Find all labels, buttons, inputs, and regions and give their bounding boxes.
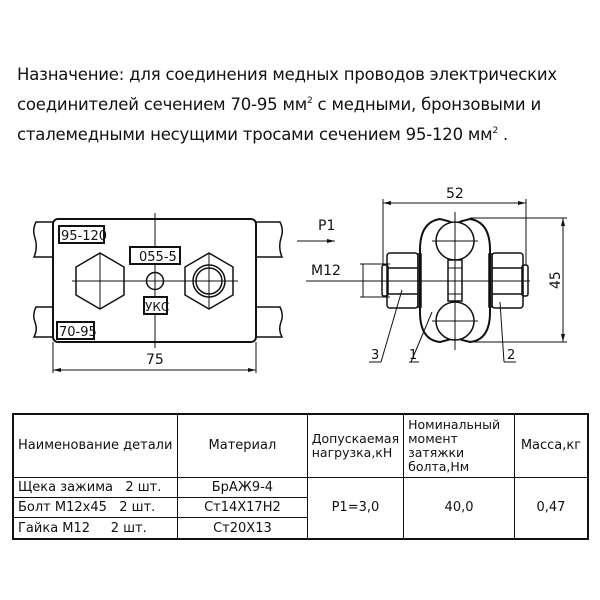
label-95-120: 95-120 — [61, 229, 107, 244]
header-torque: Номинальный момент затяжки болта,Нм — [403, 413, 515, 478]
table-row: Болт М12х45 2 шт. Ст14Х17Н2 — [12, 496, 588, 519]
header-load: Допускаемая нагрузка,кН — [306, 413, 405, 478]
cell-torque: 40,0 — [403, 476, 515, 540]
callout-2: 2 — [507, 348, 515, 363]
label-055-5: 055-5 — [139, 250, 177, 265]
description-line-2: соединителей сечением 70-95 мм2 с медным… — [17, 95, 542, 114]
wire-top-right — [256, 221, 284, 258]
side-view: 52 P1 M12 45 3 — [297, 186, 567, 363]
wire-bottom-right — [256, 306, 284, 338]
table-header-row: Наименование детали Материал Допускаемая… — [12, 413, 589, 478]
bolt-label-m12: M12 — [311, 263, 341, 279]
cell-material: Ст20Х13 — [177, 517, 308, 540]
force-label-p1: P1 — [318, 218, 335, 234]
dim-width-75: 75 — [146, 352, 164, 368]
description: Назначение: для соединения медных провод… — [17, 62, 597, 148]
dim-height-45: 45 — [548, 271, 564, 289]
center-hole — [145, 271, 165, 291]
callout-3: 3 — [371, 348, 379, 363]
header-part-name: Наименование детали — [12, 413, 179, 478]
cell-part: Гайка М12 2 шт. — [12, 517, 179, 540]
label-uks: УКС — [145, 300, 169, 314]
header-mass: Масса,кг — [513, 413, 589, 478]
callout-1: 1 — [409, 348, 417, 363]
front-view: 95-120 055-5 УКС 70-95 75 — [32, 213, 284, 373]
wire-bottom-left — [32, 306, 53, 338]
spec-table: Наименование детали Материал Допускаемая… — [12, 413, 589, 540]
dim-width-52: 52 — [446, 186, 464, 202]
cell-load: Р1=3,0 — [306, 476, 405, 540]
cell-material: Ст14Х17Н2 — [177, 496, 308, 519]
table-row: Гайка М12 2 шт. Ст20Х13 — [12, 517, 588, 540]
technical-drawing: 95-120 055-5 УКС 70-95 75 52 P1 M12 — [32, 186, 567, 373]
description-line-1: Назначение: для соединения медных провод… — [17, 65, 557, 84]
cell-part: Болт М12х45 2 шт. — [12, 496, 179, 519]
cell-mass: 0,47 — [513, 476, 589, 540]
table-row: Щека зажима 2 шт. БрАЖ9-4 Р1=3,0 40,0 0,… — [12, 476, 589, 540]
header-material: Материал — [177, 413, 308, 478]
cell-part: Щека зажима 2 шт. — [12, 476, 179, 498]
wire-top-left — [32, 221, 53, 258]
label-70-95: 70-95 — [59, 325, 97, 340]
description-line-3: сталемедными несущими тросами сечением 9… — [17, 125, 509, 144]
cell-material: БрАЖ9-4 — [177, 476, 308, 498]
